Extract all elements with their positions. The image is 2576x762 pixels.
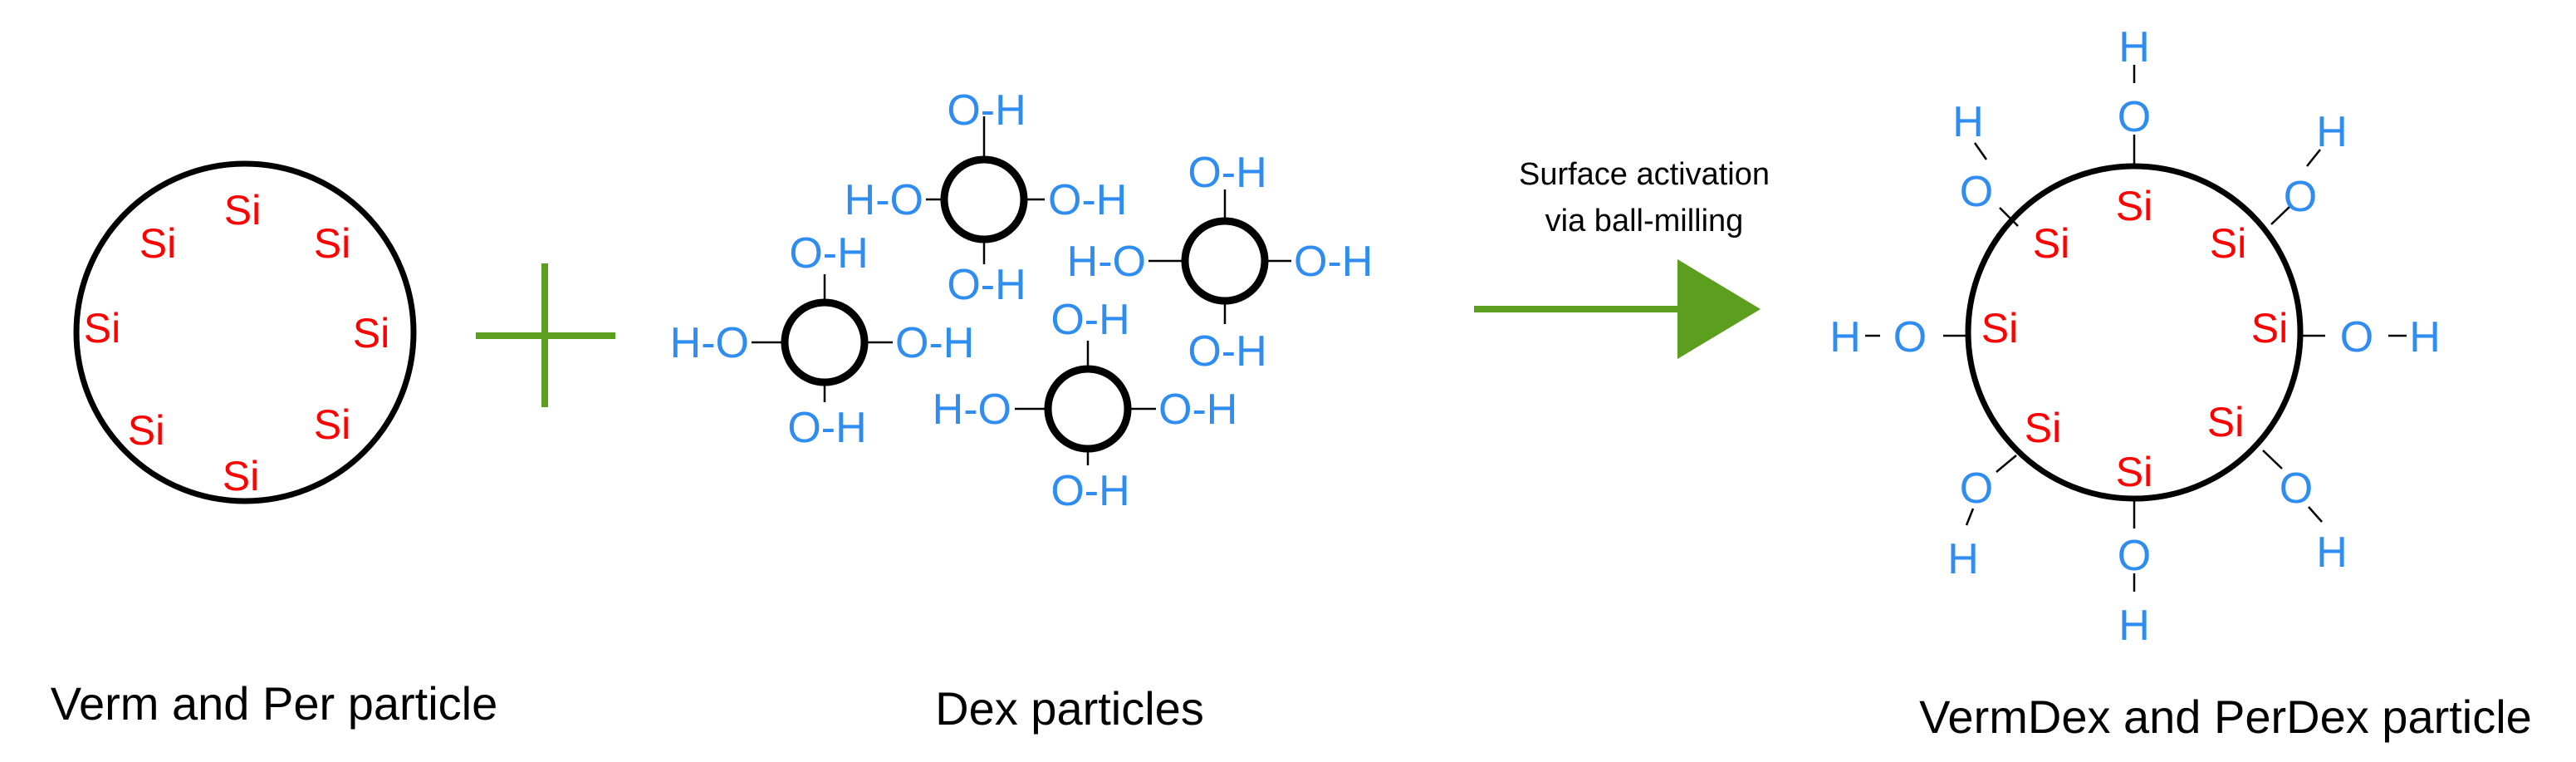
h-atom-label: H — [1947, 535, 1979, 583]
oh-group-label: H-O — [845, 176, 923, 224]
si-label: Si — [2207, 399, 2244, 445]
dex-circle — [1181, 217, 1269, 305]
si-label: Si — [2251, 305, 2288, 352]
o-atom-label: O — [1960, 465, 1993, 513]
si-label: Si — [353, 310, 389, 356]
dex-particle: O-H H-O O-H O-H — [933, 296, 1238, 515]
h-atom-label: H — [1952, 98, 1984, 146]
h-atom-label: H — [2409, 313, 2441, 361]
vermdex-perdex-particle: Si Si Si Si Si Si Si Si H O H O H O H O … — [1829, 23, 2441, 650]
caption-vermdex-perdex: VermDex and PerDex particle — [1919, 691, 2532, 743]
si-label: Si — [1981, 305, 2018, 352]
dex-particle: O-H H-O O-H O-H — [845, 86, 1128, 309]
oh-group-label: O-H — [1050, 296, 1129, 344]
oh-group-label: O-H — [947, 261, 1026, 309]
h-atom-label: H — [2316, 528, 2348, 577]
si-label: Si — [2025, 405, 2061, 451]
si-label: Si — [314, 220, 350, 267]
bond-line — [2270, 205, 2291, 225]
bond-line — [2306, 149, 2321, 167]
arrow-label-line2: via ball-milling — [1545, 204, 1744, 238]
caption-dex: Dex particles — [935, 682, 1204, 735]
bond-line — [2308, 506, 2323, 523]
o-atom-label: O — [1893, 313, 1927, 361]
arrow-head — [1677, 259, 1761, 359]
arrow-label-line1: Surface activation — [1519, 157, 1770, 192]
o-atom-label: O — [1960, 168, 1993, 216]
oh-group-label: H-O — [1067, 238, 1146, 286]
dex-particles: O-H H-O O-H O-H O-H H-O O-H O-H O-H H-O — [670, 86, 1374, 515]
si-label: Si — [314, 401, 350, 448]
bond-line — [1973, 142, 1988, 160]
si-label: Si — [84, 305, 120, 352]
h-atom-label: H — [2118, 23, 2150, 71]
h-atom-label: H — [2316, 108, 2348, 156]
oh-group-label: O-H — [947, 86, 1026, 135]
si-label: Si — [2210, 220, 2246, 267]
bond-line — [1996, 455, 2017, 473]
bond-line — [2262, 450, 2283, 469]
oh-group-label: O-H — [1048, 176, 1127, 224]
oh-group-label: O-H — [789, 229, 868, 278]
dex-circle — [940, 155, 1028, 243]
o-atom-label: O — [2118, 532, 2151, 580]
oh-group-label: O-H — [1050, 467, 1129, 515]
oh-group-label: O-H — [1158, 386, 1237, 434]
si-label: Si — [223, 453, 259, 499]
oh-group-label: O-H — [1188, 327, 1266, 376]
particle-circle — [73, 160, 417, 504]
o-atom-label: O — [2118, 93, 2151, 141]
si-label: Si — [224, 187, 261, 234]
plus-sign — [476, 263, 615, 407]
reaction-arrow: Surface activation via ball-milling — [1474, 157, 1770, 359]
caption-verm-per: Verm and Per particle — [51, 677, 497, 730]
si-label: Si — [2116, 183, 2152, 229]
bond-line — [1999, 207, 2019, 227]
dex-particle: O-H H-O O-H O-H — [1067, 149, 1374, 376]
si-label: Si — [2116, 449, 2152, 495]
oh-group-label: O-H — [895, 319, 974, 367]
dex-particle: O-H H-O O-H O-H — [670, 229, 975, 452]
dex-circle — [781, 298, 869, 386]
dex-circle — [1044, 365, 1132, 453]
oh-group-label: H-O — [933, 386, 1011, 434]
oh-group-label: O-H — [1188, 149, 1266, 197]
bond-line — [1965, 508, 1975, 526]
si-label: Si — [2033, 220, 2069, 267]
si-label: Si — [128, 407, 164, 454]
oh-group-label: O-H — [1294, 238, 1373, 286]
o-atom-label: O — [2340, 313, 2373, 361]
o-atom-label: O — [2284, 173, 2317, 221]
oh-group-label: O-H — [787, 404, 866, 452]
h-atom-label: H — [1829, 313, 1861, 361]
o-atom-label: O — [2280, 465, 2313, 513]
si-label: Si — [140, 220, 176, 267]
oh-group-label: H-O — [670, 319, 749, 367]
h-atom-label: H — [2118, 602, 2150, 650]
verm-per-particle: Si Si Si Si Si Si Si Si — [73, 160, 417, 504]
